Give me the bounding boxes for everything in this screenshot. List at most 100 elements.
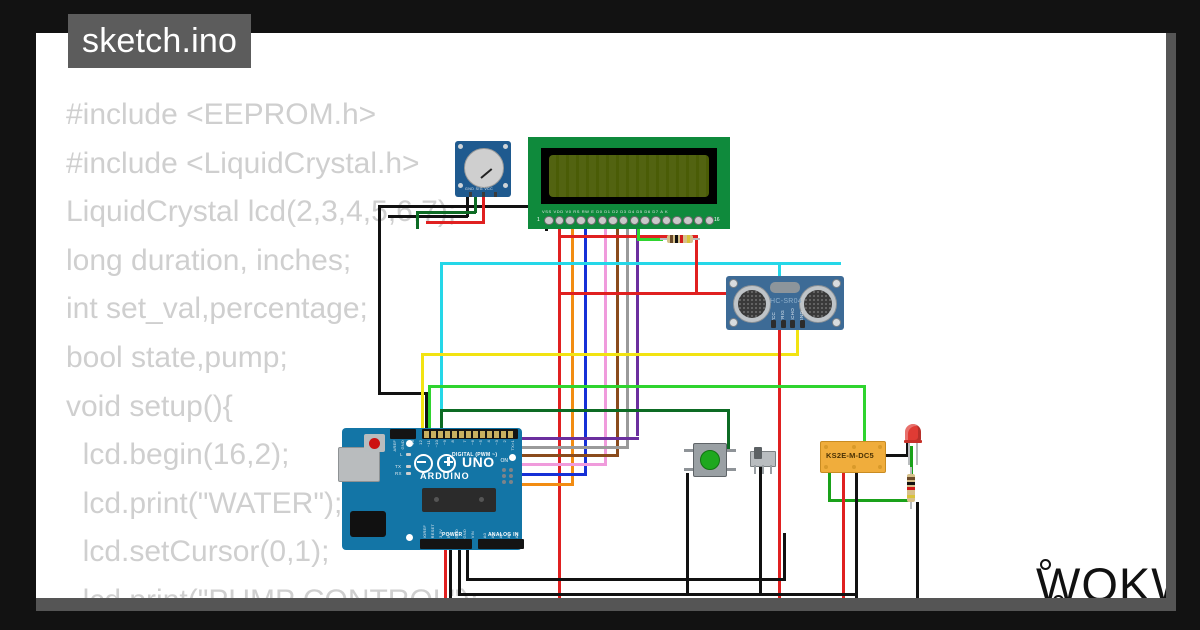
relay-part-label: KS2E-M-DC5: [826, 451, 874, 460]
led-red[interactable]: [904, 424, 922, 465]
led-label-tx: TX: [395, 464, 402, 469]
wire-black-lcd-gnd-v: [378, 205, 381, 395]
resistor-led[interactable]: [904, 467, 918, 509]
lcd-pin-number-first: 1: [537, 217, 540, 223]
button-leg: [727, 449, 736, 452]
pin-label-12: 12: [418, 440, 423, 445]
wire-green-pot-v: [474, 197, 477, 213]
pin-label-vin: VIN: [470, 530, 475, 538]
button-leg: [684, 468, 693, 471]
relay-module[interactable]: KS2E-M-DC5: [820, 441, 886, 473]
pot-knob[interactable]: [464, 148, 504, 188]
diagram-canvas[interactable]: #include <EEPROM.h> #include <LiquidCrys…: [36, 33, 1166, 598]
status-led-l: [406, 453, 411, 456]
button-cap[interactable]: [700, 450, 720, 470]
pin-label-ioref: IOREF: [422, 524, 427, 538]
wire-dkgreen-btn-v-left: [440, 409, 443, 437]
led-flange: [904, 440, 922, 443]
lcd-pin-number-last: 16: [714, 217, 720, 223]
arduino-infinity-logo: [414, 453, 456, 473]
wire-red-sr04-v: [778, 292, 781, 598]
arduino-uno-board[interactable]: AREF GND 13 12 ~11 ~10 ~9 8 7 ~6 ~5 4 ~3…: [338, 428, 524, 550]
pin-label-gnd2: GND: [462, 528, 467, 539]
usb-connector[interactable]: [338, 447, 380, 482]
switch-lever[interactable]: [754, 447, 762, 459]
pin-label-a0: A0: [482, 532, 487, 538]
transducer-right: [799, 285, 837, 323]
wire-black-relay-led-h: [876, 454, 908, 457]
pot-screw: [458, 183, 463, 188]
relay-terminal: [852, 445, 856, 449]
lcd-16x2[interactable]: VSS VDD V0 RS RW E D0 D1 D2 D3 D4 D5 D6 …: [528, 137, 730, 229]
wire-red-res-v: [695, 235, 698, 293]
wire-black-lcd-gnd-h: [378, 205, 548, 208]
slide-switch[interactable]: [750, 447, 776, 474]
resistor-lead: [692, 238, 700, 240]
sensor-header[interactable]: [771, 320, 805, 328]
wire-yellow-v-left: [421, 353, 424, 437]
pin-label-5: ~5: [478, 440, 483, 445]
pin-label-gnd: GND: [400, 440, 405, 450]
pin-label-7: 7: [462, 440, 467, 443]
wire-pink-lcd-v: [604, 229, 607, 466]
wire-black-gnd3-v2: [916, 502, 919, 598]
button-leg: [727, 468, 736, 471]
power-on-label: ON: [500, 458, 509, 464]
resistor-band: [907, 477, 915, 480]
wire-green-pot-v2: [416, 211, 419, 229]
potentiometer[interactable]: GND SIG VCC: [455, 141, 511, 197]
lcd-header[interactable]: [544, 216, 715, 225]
pin-label-a1: A1: [490, 532, 495, 538]
pot-screw: [503, 144, 508, 149]
power-header-label: POWER: [442, 532, 463, 538]
wire-green-relay-v-right: [863, 385, 866, 443]
wire-dkgreen-btn-v-right: [727, 409, 730, 449]
file-tab-sketch-ino[interactable]: sketch.ino: [68, 14, 252, 68]
pushbutton[interactable]: [684, 443, 736, 477]
icsp-header[interactable]: [502, 468, 516, 484]
resistor-lcd-backlight[interactable]: [660, 232, 700, 246]
mount-hole: [509, 454, 516, 461]
wire-black-gnd1-h: [466, 578, 786, 581]
pot-screw: [503, 183, 508, 188]
power-header[interactable]: [420, 539, 472, 549]
pin-label-6: ~6: [470, 440, 475, 445]
wire-green-res-h: [637, 238, 663, 241]
wire-blue-lcd-v: [584, 229, 587, 476]
mount-hole: [832, 318, 841, 327]
power-jack[interactable]: [350, 511, 386, 537]
reset-button[interactable]: [364, 434, 385, 452]
wire-red-lcd-vcc-v: [558, 229, 561, 598]
wire-cyan-v-left: [440, 262, 443, 437]
relay-terminal: [878, 445, 882, 449]
sketch-code-text: #include <EEPROM.h> #include <LiquidCrys…: [66, 98, 478, 598]
pin-label-8: 8: [450, 440, 455, 443]
wire-yellow-h: [421, 353, 799, 356]
pin-label-aref: AREF: [392, 440, 397, 452]
resistor-band: [687, 235, 690, 243]
pin-label-tx1: TX>1: [510, 440, 515, 451]
digital-header-left[interactable]: [390, 429, 416, 439]
mount-hole: [406, 440, 413, 447]
pot-pins: [469, 192, 497, 197]
analog-header[interactable]: [478, 539, 524, 549]
digital-header-right[interactable]: [422, 429, 518, 439]
led-label-rx: RX: [395, 471, 402, 476]
led-label-l: L: [400, 452, 403, 457]
wire-red-pot-v: [482, 197, 485, 223]
wire-black-gnd3-v: [449, 550, 452, 598]
wokwi-logo-text: WOKWi: [1036, 558, 1166, 598]
switch-pin: [754, 465, 756, 474]
pin-label-10: ~10: [434, 440, 439, 448]
atmega-microcontroller: [422, 488, 496, 512]
wire-black-gnd2-h: [458, 593, 858, 596]
pot-pin-labels: GND SIG VCC: [465, 187, 494, 191]
resistor-band: [675, 235, 678, 243]
led-anode-leg: [916, 443, 918, 465]
ultrasonic-sensor-hcsr04[interactable]: HC-SR04 VCC TRIG ECHO GND: [726, 276, 844, 330]
wire-black-gnd1-v: [466, 550, 469, 580]
wokwi-logo: WOKWi: [1036, 557, 1166, 598]
wokwi-logo-dot-lower: [1053, 595, 1064, 598]
wire-green-relay-out-v: [828, 470, 831, 501]
led-body: [905, 424, 921, 442]
